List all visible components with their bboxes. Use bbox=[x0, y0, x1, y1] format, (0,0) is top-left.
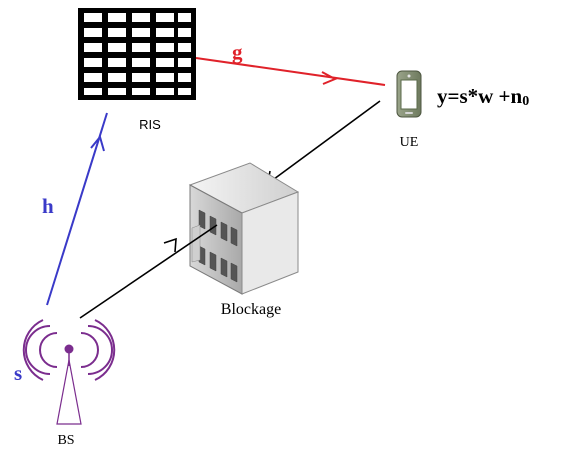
equation-main: y=s*w +n bbox=[437, 84, 523, 108]
building-icon bbox=[188, 162, 300, 295]
blockage-label: Blockage bbox=[221, 301, 281, 318]
ris-label: RIS bbox=[139, 117, 161, 132]
received-signal-equation: y=s*w +n0 bbox=[437, 84, 529, 109]
equation-subscript: 0 bbox=[522, 94, 529, 109]
g-link-label: g bbox=[232, 40, 243, 64]
ris-panel bbox=[78, 8, 196, 100]
h-link bbox=[46, 112, 108, 306]
ue-to-blockage-link bbox=[267, 100, 381, 184]
ue-label: UE bbox=[400, 135, 419, 150]
g-link bbox=[195, 57, 386, 86]
bs-to-blockage-link bbox=[79, 224, 218, 319]
antenna-icon bbox=[22, 319, 116, 425]
phone-icon bbox=[396, 70, 422, 118]
signal-label: s bbox=[14, 361, 22, 385]
h-link-label: h bbox=[42, 194, 54, 218]
bs-label: BS bbox=[57, 433, 74, 448]
